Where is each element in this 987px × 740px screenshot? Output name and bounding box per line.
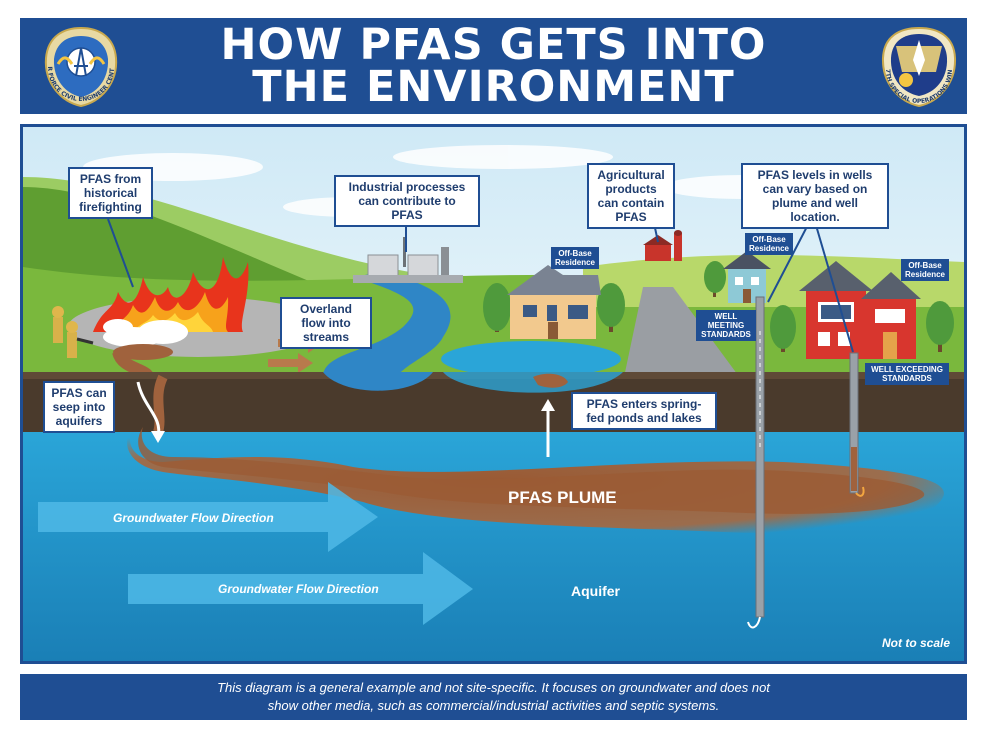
callout-agricultural: Agricultural products can contain PFAS: [587, 163, 675, 229]
firefighter-icon: [52, 306, 94, 358]
footer-line-1: This diagram is a general example and no…: [217, 680, 770, 695]
environment-diagram: PFAS from historical firefighting Indust…: [20, 124, 967, 664]
footer-line-2: show other media, such as commercial/ind…: [267, 698, 720, 713]
well-exceeding-standards-icon: [849, 352, 865, 497]
trees: [483, 261, 954, 352]
scale-note: Not to scale: [882, 636, 951, 650]
soil-layer: [23, 372, 964, 432]
callout-industrial: Industrial processes can contribute to P…: [334, 175, 480, 227]
title-line-2: THE ENVIRONMENT: [252, 62, 735, 112]
title-line-1: HOW PFAS GETS INTO: [220, 20, 767, 70]
stream: [323, 272, 451, 387]
callout-wells: PFAS levels in wells can vary based on p…: [741, 163, 889, 229]
tag-residence-3: Off-Base Residence: [901, 259, 949, 281]
groundwater-flow-label-2: Groundwater Flow Direction: [218, 582, 379, 596]
groundwater-flow-arrow-1: [38, 482, 378, 552]
page-title: HOW PFAS GETS INTO THE ENVIRONMENT: [20, 20, 967, 112]
sow-emblem-icon: 27TH SPECIAL OPERATIONS WING: [876, 24, 957, 108]
groundwater-flow-arrow-2: [128, 552, 473, 625]
footer-note: This diagram is a general example and no…: [20, 674, 967, 720]
plume-label: PFAS PLUME: [508, 488, 617, 507]
callout-overland-flow: Overland flow into streams: [280, 297, 372, 349]
firefighting-foam: [103, 319, 188, 347]
road: [623, 287, 743, 382]
residence-2-icon: [723, 251, 771, 303]
tag-well-meeting: WELL MEETING STANDARDS: [696, 310, 756, 341]
callout-firefighting: PFAS from historical firefighting: [68, 167, 153, 219]
well-meeting-standards-icon: [747, 296, 765, 629]
callout-seep-aquifers: PFAS can seep into aquifers: [43, 381, 115, 433]
residence-3-icon: [799, 261, 921, 359]
industrial-plant-icon: [353, 237, 463, 283]
callout-spring-fed: PFAS enters spring-fed ponds and lakes: [571, 392, 717, 430]
afcec-emblem-icon: AIR FORCE CIVIL ENGINEER CENTER: [38, 24, 118, 108]
tag-residence-1: Off-Base Residence: [551, 247, 599, 269]
aquifer-label: Aquifer: [571, 583, 620, 599]
tag-residence-2: Off-Base Residence: [745, 233, 793, 255]
header-banner: AIR FORCE CIVIL ENGINEER CENTER HOW PFAS…: [20, 18, 967, 114]
tag-well-exceeding: WELL EXCEEDING STANDARDS: [865, 363, 949, 385]
residence-1-icon: [507, 265, 601, 339]
groundwater-flow-label-1: Groundwater Flow Direction: [113, 511, 274, 525]
spring-fed-pond: [441, 341, 621, 377]
diagram-illustration: [23, 127, 964, 661]
